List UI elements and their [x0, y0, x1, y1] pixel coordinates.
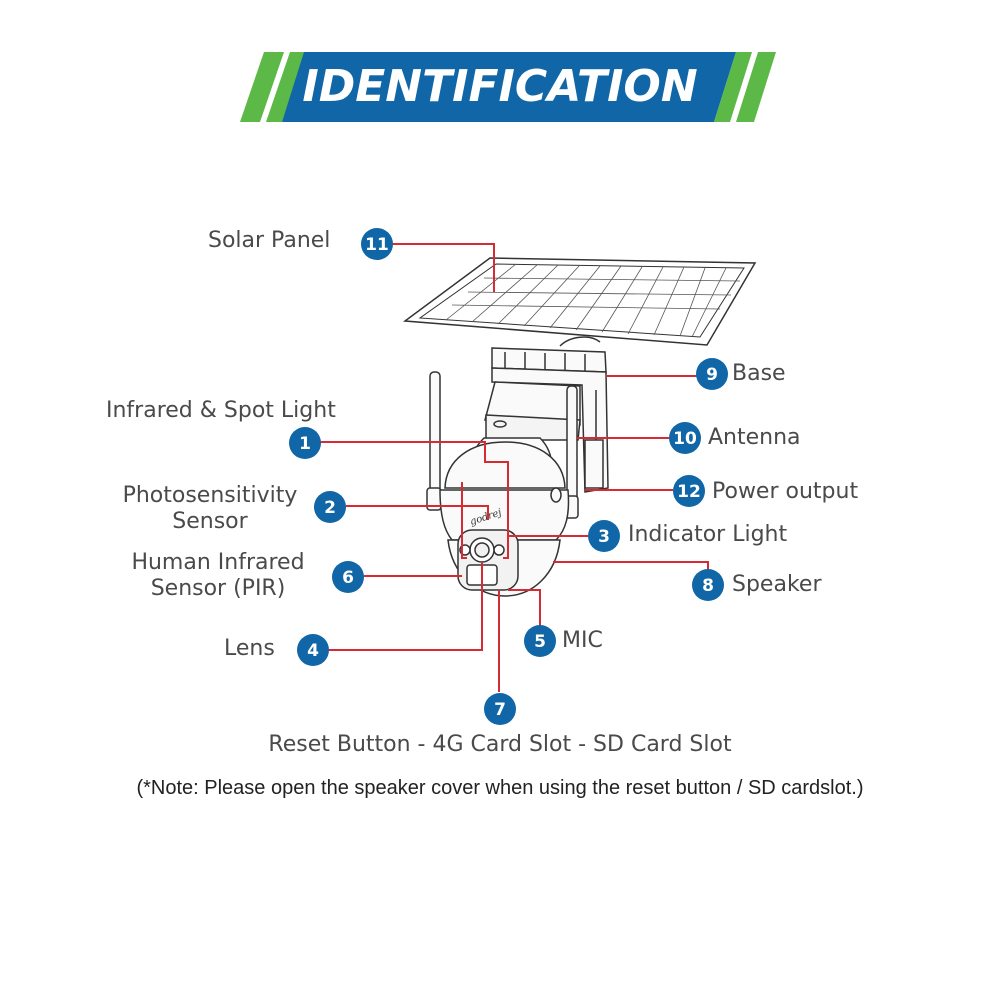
badge-2: 2	[314, 491, 346, 523]
antenna-left	[426, 371, 442, 511]
badge-12: 12	[673, 475, 705, 507]
badge-5: 5	[524, 625, 556, 657]
svg-text:8: 8	[702, 576, 714, 596]
label-indicator-light: Indicator Light	[628, 522, 788, 547]
leader-line-1b	[461, 482, 467, 559]
badge-1: 1	[289, 427, 321, 459]
title-banner	[240, 52, 776, 122]
leader-line-5	[508, 589, 541, 626]
label-line: Photosensitivity	[122, 483, 298, 508]
svg-text:2: 2	[324, 498, 336, 518]
leader-line-4	[328, 562, 483, 651]
label-line: Sensor (PIR)	[150, 576, 286, 601]
svg-text:5: 5	[534, 632, 546, 652]
badge-7: 7	[484, 693, 516, 725]
svg-text:1: 1	[299, 434, 311, 454]
banner-background	[282, 52, 736, 122]
svg-text:12: 12	[677, 482, 701, 502]
label-reset-button-slots: Reset Button - 4G Card Slot - SD Card Sl…	[268, 732, 732, 757]
label-base: Base	[732, 361, 786, 386]
badge-9: 9	[696, 358, 728, 390]
badge-6: 6	[332, 561, 364, 593]
banner-stripe-right-1	[714, 52, 752, 122]
badge-3: 3	[588, 520, 620, 552]
label-human-infrared-sensor: Human Infrared Sensor (PIR)	[118, 550, 318, 602]
svg-text:10: 10	[673, 429, 697, 449]
page-title: IDENTIFICATION	[302, 61, 698, 112]
label-speaker: Speaker	[732, 572, 822, 597]
banner-stripe-left-1	[240, 52, 284, 122]
leader-line-1	[320, 441, 509, 559]
svg-text:6: 6	[342, 568, 354, 588]
badge-10: 10	[669, 422, 701, 454]
leader-lines	[320, 243, 709, 692]
badge-8: 8	[692, 569, 724, 601]
solar-panel	[402, 257, 757, 346]
label-solar-panel: Solar Panel	[208, 228, 331, 253]
label-mic: MIC	[562, 628, 603, 653]
label-line: Human Infrared	[131, 550, 305, 575]
badge-11: 11	[361, 228, 393, 260]
label-power-output: Power output	[712, 479, 859, 504]
svg-text:7: 7	[494, 700, 506, 720]
mount-base	[484, 336, 609, 493]
banner-stripe-left-2	[266, 52, 306, 122]
banner-stripe-right-2	[736, 52, 776, 122]
svg-text:4: 4	[307, 641, 319, 661]
svg-text:9: 9	[706, 365, 718, 385]
leader-line-11	[392, 243, 495, 292]
label-antenna: Antenna	[708, 425, 801, 450]
footer-note: (*Note: Please open the speaker cover wh…	[136, 777, 864, 799]
label-infrared-spot-light: Infrared & Spot Light	[106, 398, 336, 423]
svg-text:3: 3	[598, 527, 610, 547]
label-line: Sensor	[172, 509, 248, 534]
leader-line-8	[553, 561, 709, 570]
badge-4: 4	[297, 634, 329, 666]
svg-text:11: 11	[365, 235, 389, 255]
label-photosensitivity-sensor: Photosensitivity Sensor	[108, 483, 312, 535]
label-lens: Lens	[224, 636, 275, 661]
leader-line-2	[346, 505, 489, 520]
